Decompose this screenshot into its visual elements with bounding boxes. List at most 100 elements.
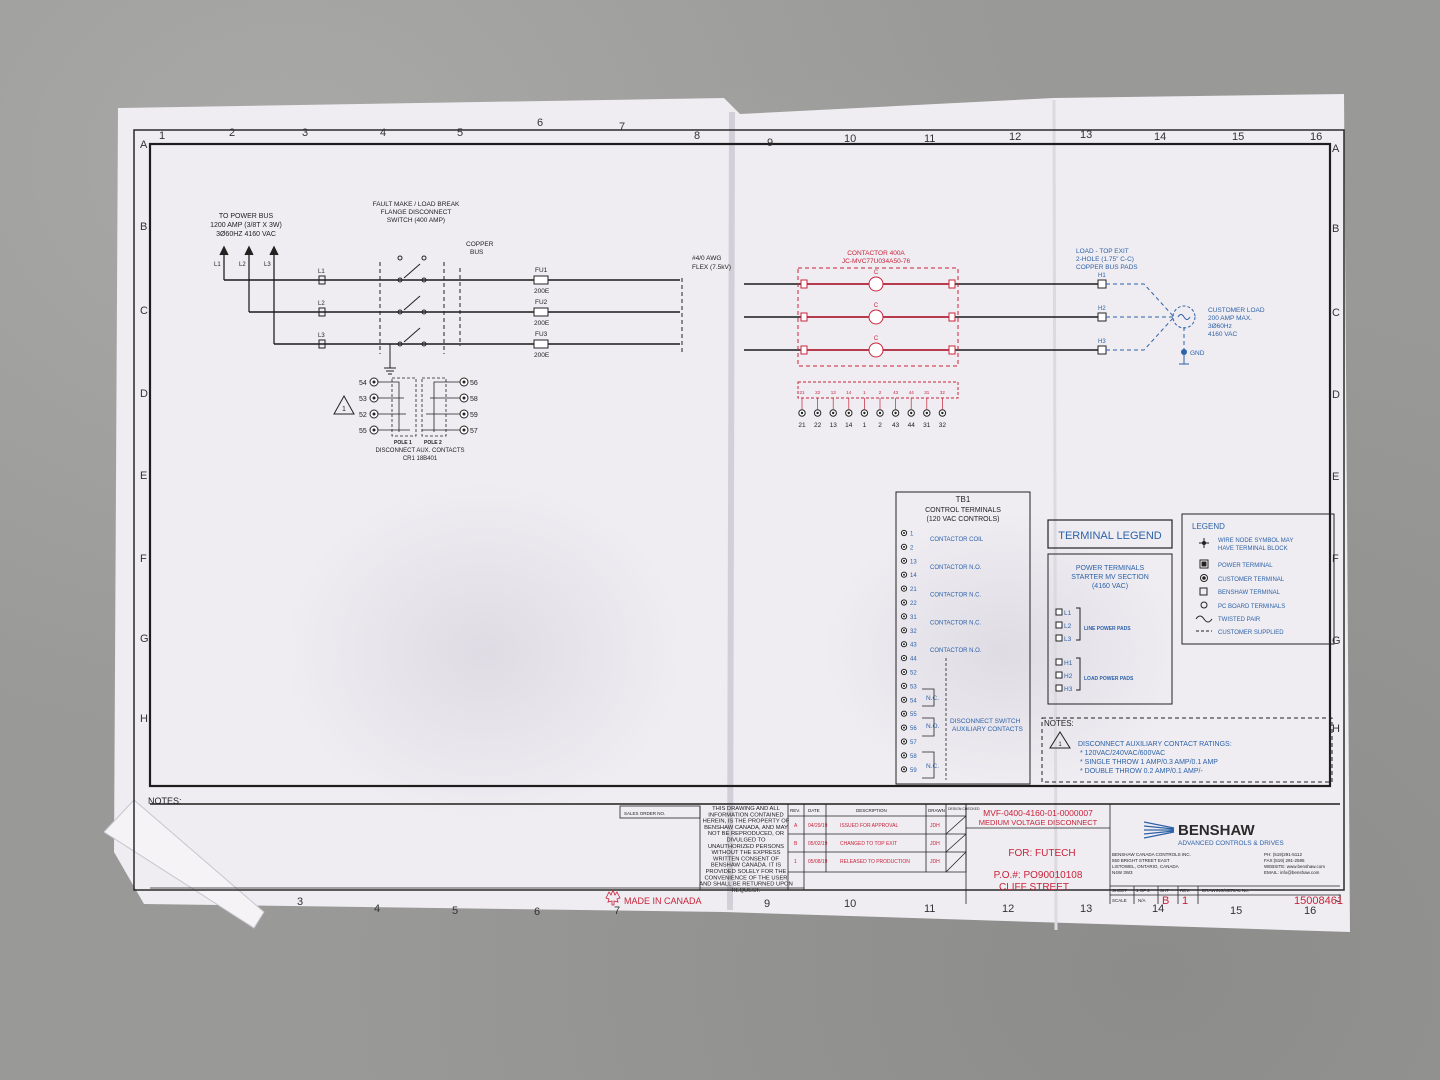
disclaimer-line: HEREIN, IS THE PROPERTY OF [703,819,790,825]
aux-num: 54 [359,380,367,387]
copper-bus-line: COPPER [466,241,494,248]
customer-load-label: CUSTOMER LOAD 200 AMP MAX. 3Ø60Hz 4160 V… [1190,307,1265,357]
notes-box [1041,717,1333,783]
notes-warning-number: 1 [1058,742,1062,748]
line-pads-label: LINE POWER PADS [1084,626,1131,632]
tb1-subtitle: (120 VAC CONTROLS) [927,516,1000,523]
power-bus-arrows [219,245,279,344]
col-label: 15 [1232,131,1244,143]
power-bus-line: 3Ø60HZ 4160 VAC [216,231,276,238]
tb1-subtitle: CONTROL TERMINALS [925,507,1001,514]
rev-label: REV. [1180,888,1190,893]
tb1-terminal-label: CONTACTOR N.O. [930,565,982,571]
rev-header-cell: DESCRIPTION [856,808,887,813]
contactor-coil-labels: C C C [874,270,879,342]
address-line: BENSHAW CANADA CONTROLS INC. [1112,852,1191,857]
contactor-box [797,267,959,367]
legend-item: HAVE TERMINAL BLOCK [1218,546,1288,552]
tb1-terminal-dot [903,573,905,576]
disclaimer-line: AND SHALL BE RETURNED UPON [699,882,793,888]
rev-cell: A [794,823,798,829]
load-terminal-labels: H1 H2 H3 [1098,273,1106,345]
tb1-terminal-number: 44 [910,657,917,663]
contactor-label: CONTACTOR 400A JC-MVC77U034A50-76 [842,250,911,265]
copper-bus-line: BUS [470,249,484,256]
customer-load-line: CUSTOMER LOAD [1208,307,1265,314]
contactor-terminal-dot [832,411,835,415]
right-fold [1052,99,1058,931]
legend-symbols [1195,538,1213,632]
load-pads-label: LOAD POWER PADS [1084,676,1134,682]
revision-header: REV. DATE DESCRIPTION DRAWN DESIGN CHECK… [790,807,980,813]
disclaimer-line: BENSHAW CANADA, AND MAY [704,825,788,831]
folded-corner [104,799,265,929]
drawing-number: MVF-0400-4160-01-0000007 [983,808,1093,818]
aux-num: 57 [470,428,478,435]
terminal-legend-squares [1055,608,1063,692]
tb1-terminal-number: 13 [910,559,917,565]
flex-line: #4/0 AWG [692,255,721,262]
col-label: 4 [374,903,380,915]
contactor-terminal-tag: 31 [924,390,930,395]
tb1-terminal-dot [903,671,905,673]
load-line: LOAD - TOP EXIT [1076,248,1129,255]
tl-term: H3 [1064,686,1073,693]
disconnect-line: FAULT MAKE / LOAD BREAK [373,201,460,208]
pt-line: POWER TERMINALS [1076,565,1145,572]
fuses [533,275,549,349]
col-label: 16 [1310,131,1322,143]
tb1-terminal-number: 57 [910,740,917,746]
col-label: 9 [767,137,773,149]
contactor-terminal-number: 2 [878,422,882,429]
contact-line: PH: (519)291-5112 [1264,852,1302,857]
tb1-nc: N.C. [926,763,939,770]
sheet-info-labels: SHEET 1 OF 2 SHT REV. DRAWING/SERIAL No.… [1112,888,1249,903]
col-label: 9 [764,898,770,910]
row-label: A [140,139,148,151]
disclaimer-line: INFORMATION CONTAINED [708,812,783,818]
tb1-aux-bracket [922,658,947,780]
warning-triangle-icon [333,394,355,415]
contact-line: WEBSITE: www.benshaw.com [1264,864,1325,869]
fuse-rating: 200E [534,288,550,295]
fuse-rating: 200E [534,320,550,327]
notes-line: * DOUBLE THROW 0.2 AMP/0.1 AMP/- [1080,768,1203,775]
coil-label: C [874,270,879,276]
rev-value: 1 [1182,895,1188,907]
sales-order-label: SALES ORDER NO. [624,811,665,816]
rev-desc: ISSUED FOR APPROVAL [840,823,898,829]
aux-num: 55 [359,428,367,435]
rev-date: 04/29/19 [808,823,828,829]
address-line: N4W 3W3 [1112,870,1133,875]
contactor-terminal-tag: 44 [909,390,915,395]
tb1-terminal-number: 14 [910,573,917,579]
col-label: 13 [1080,903,1092,915]
sheet-label: SHEET [1112,888,1127,893]
tb1-terminal-dot [903,726,905,729]
tb1-terminal-number: 59 [910,768,917,774]
disclaimer-line: WRITTEN CONSENT OF [713,856,779,862]
rev-header-cell: DATE [808,808,820,813]
load-terminals [1097,279,1107,355]
col-label: 11 [924,133,935,145]
aux-contact-numbers: 54 53 52 55 56 58 59 57 [359,380,478,435]
contactor-terminal-tag: 22 [815,390,821,395]
rev-drawn: JDH [930,823,940,829]
legend-item: PC BOARD TERMINALS [1218,604,1285,610]
rev-drawn: JDH [930,859,940,865]
serial-number: 15008461 [1294,895,1343,907]
contactor-terminal-dot [878,411,882,415]
row-label: D [140,388,148,400]
aux-num: 56 [470,380,478,387]
col-label: 12 [1009,131,1021,143]
aux-num: 59 [470,412,478,419]
col-label: 7 [614,905,620,917]
load-line: COPPER BUS PADS [1076,264,1138,271]
notes-lines: DISCONNECT AUXILIARY CONTACT RATINGS: * … [1078,741,1232,775]
tb1-terminal-label: CONTACTOR N.C. [930,620,981,626]
drawing-sheet: 1 2 3 4 5 6 7 8 9 10 11 12 13 14 15 16 3… [104,92,1352,952]
row-label: E [1332,471,1339,483]
